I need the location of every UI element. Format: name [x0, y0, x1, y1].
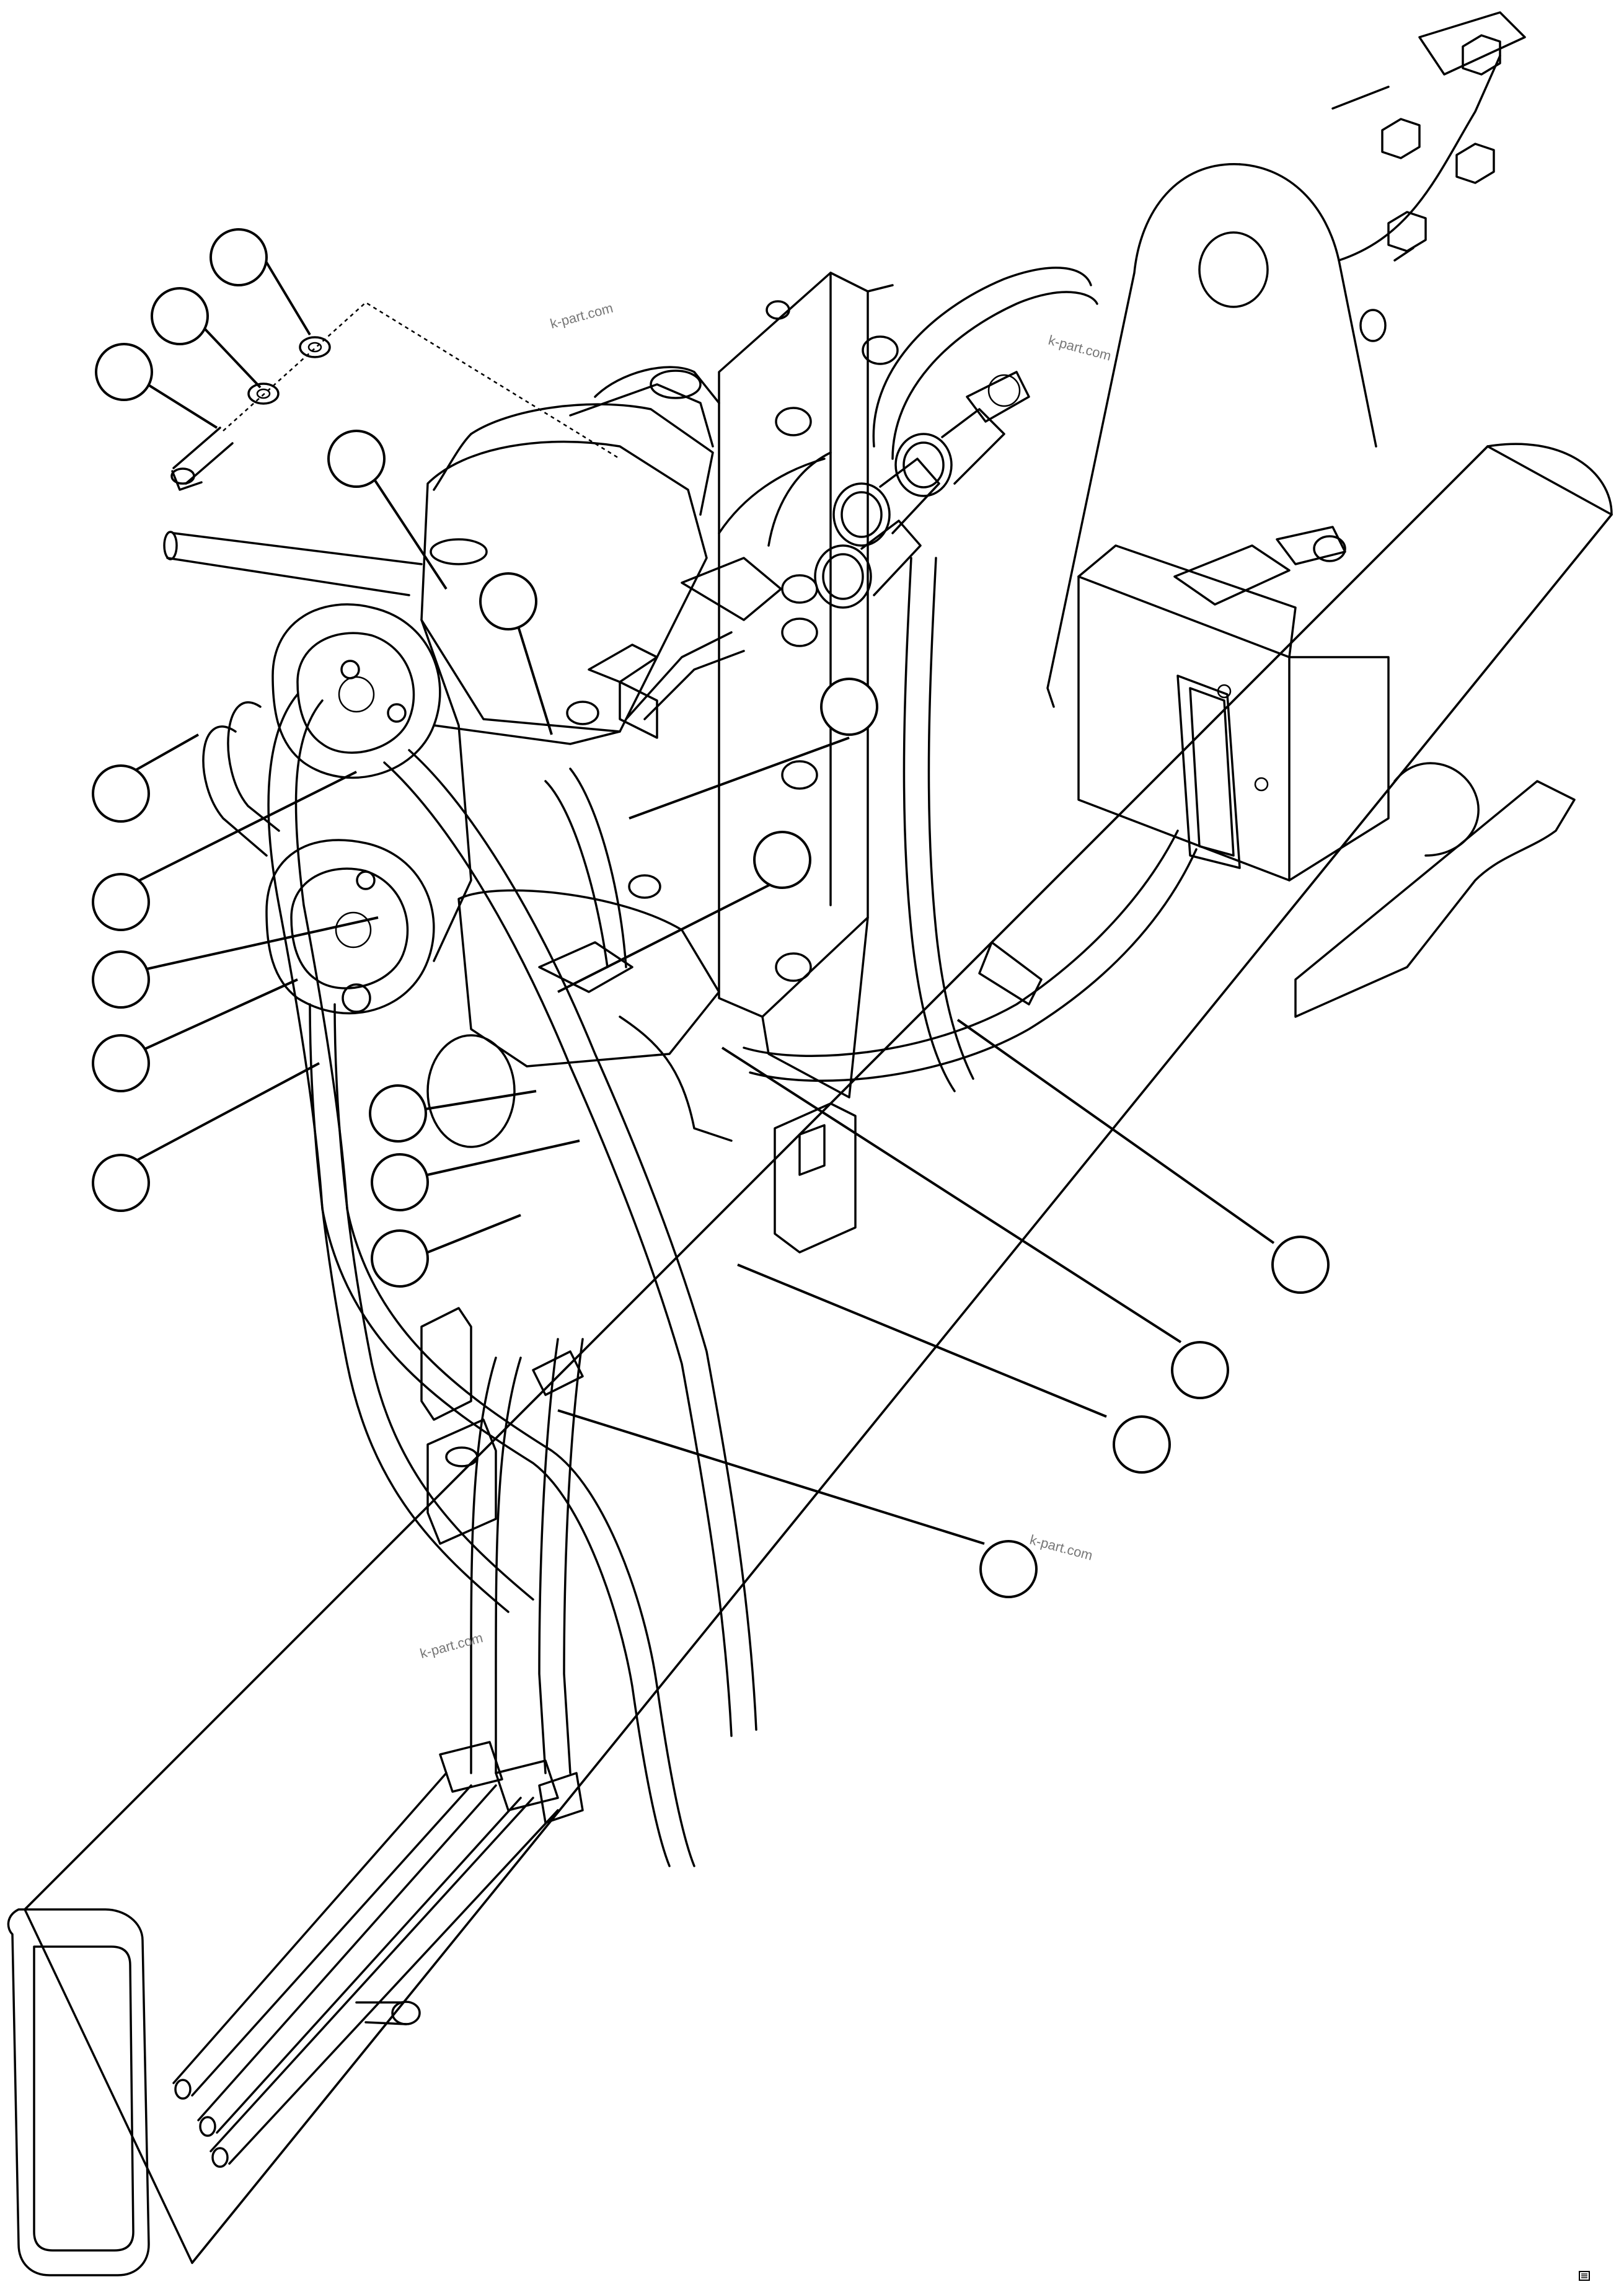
callout-c13	[369, 1084, 427, 1143]
pump-motor-assembly	[163, 366, 720, 1148]
leader-c13	[421, 1090, 537, 1111]
watermark: k-part.com	[1047, 332, 1113, 364]
leader-c6	[629, 737, 850, 820]
callout-c2	[151, 287, 209, 345]
leader-c11	[126, 978, 298, 1058]
leader-c1	[262, 256, 311, 336]
leader-c14	[427, 1139, 580, 1176]
boom-beam	[7, 443, 1613, 2276]
connector-c	[814, 520, 922, 609]
callout-c18	[1113, 1415, 1171, 1474]
callout-c5	[479, 572, 537, 630]
connector-a	[894, 408, 1005, 497]
callout-c6	[820, 678, 878, 736]
callout-c3	[95, 343, 153, 401]
valve-plate	[718, 272, 899, 1254]
connector-d	[966, 371, 1030, 423]
leader-c18	[737, 1263, 1107, 1418]
leader-c7	[557, 877, 783, 993]
leader-c4	[374, 479, 448, 590]
callout-c1	[210, 228, 268, 286]
callout-c8	[92, 764, 150, 823]
callout-c10	[92, 950, 150, 1009]
callout-c4	[327, 430, 386, 488]
circular-connectors	[814, 371, 1030, 609]
solenoid-wiring	[538, 557, 782, 1142]
lock-washer	[247, 383, 280, 405]
electrical-box	[1077, 526, 1390, 882]
connector-b	[832, 458, 940, 547]
leader-c2	[203, 327, 262, 389]
callout-c7	[753, 831, 811, 889]
watermark: k-part.com	[549, 300, 615, 332]
leader-c3	[141, 380, 218, 429]
leader-c17	[721, 1046, 1182, 1343]
leader-c15	[427, 1214, 521, 1254]
callout-c15	[371, 1229, 429, 1288]
leader-c9	[126, 771, 357, 888]
watermark: k-part.com	[418, 1630, 485, 1661]
callout-c14	[371, 1153, 429, 1211]
exploded-fasteners	[170, 301, 620, 491]
figure-id-icon	[1579, 2271, 1590, 2281]
hoses	[172, 267, 1198, 2168]
mounting-bracket	[1046, 11, 1576, 1018]
callouts	[92, 228, 1330, 1598]
watermark: k-part.com	[1028, 1532, 1095, 1564]
callout-c9	[92, 873, 150, 931]
callout-c19	[979, 1540, 1038, 1598]
leader-c16	[956, 1019, 1275, 1244]
flat-washer	[299, 336, 331, 358]
callout-c17	[1171, 1341, 1229, 1399]
leader-c12	[126, 1062, 320, 1167]
callout-c11	[92, 1034, 150, 1092]
leader-lines	[126, 256, 1275, 1545]
leader-c8	[126, 733, 199, 776]
leader-c10	[126, 916, 379, 975]
callout-c16	[1271, 1236, 1330, 1294]
bolt	[170, 427, 234, 491]
callout-c12	[92, 1154, 150, 1212]
leader-c19	[557, 1409, 985, 1545]
